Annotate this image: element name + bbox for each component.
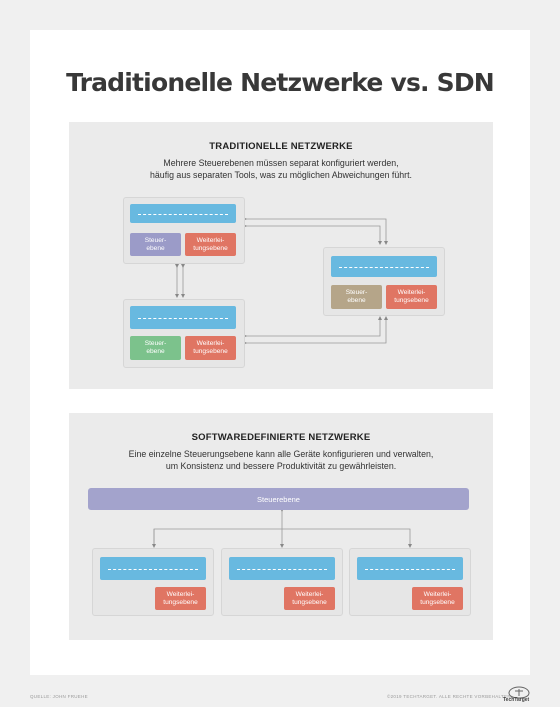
- source-credit: QUELLE: JOHN FRUEHE: [30, 694, 88, 699]
- forwarding-plane-tag: Weiterlei-tungsebene: [386, 285, 437, 309]
- forwarding-plane-tag: Weiterlei-tungsebene: [185, 336, 236, 360]
- device-bar: [130, 204, 236, 223]
- arrow-d1-d2-b: [243, 224, 382, 245]
- arrow-d3-d2-b: [243, 316, 388, 345]
- device-bar: [229, 557, 335, 580]
- section-heading-traditional: TRADITIONELLE NETZWERKE: [209, 141, 353, 152]
- forwarding-plane-tag: Weiterlei-tungsebene: [412, 587, 463, 610]
- device-bar: [331, 256, 437, 277]
- arrow-d1-d2-a: [243, 217, 388, 245]
- device-bar: [130, 306, 236, 329]
- device-bar: [357, 557, 463, 580]
- copyright-notice: ©2019 TECHTARGET. ALLE RECHTE VORBEHALTE…: [387, 694, 513, 699]
- forwarding-plane-tag: Weiterlei-tungsebene: [284, 587, 335, 610]
- control-plane-tag: Steuer-ebene: [130, 233, 181, 256]
- forwarding-plane-tag: Weiterlei-tungsebene: [155, 587, 206, 610]
- device-bar: [100, 557, 206, 580]
- brand-name: TechTarget: [503, 697, 530, 703]
- section-heading-sdn: SOFTWAREDEFINIERTE NETZWERKE: [191, 432, 371, 443]
- control-plane-tag: Steuer-ebene: [331, 285, 382, 309]
- sdn-control-plane: Steuerebene: [88, 488, 469, 510]
- techtarget-logo-icon: [508, 686, 530, 699]
- page-title: Traditionelle Netzwerke vs. SDN: [66, 68, 495, 97]
- section-desc-line1: Eine einzelne Steuerungsebene kann alle …: [128, 449, 434, 459]
- control-plane-tag: Steuer-ebene: [130, 336, 181, 360]
- arrow-d3-d2-a: [243, 316, 382, 338]
- section-desc-line1: Mehrere Steuerebenen müssen separat konf…: [163, 158, 399, 168]
- section-desc-line2: um Konsistenz und bessere Produktivität …: [165, 461, 397, 471]
- forwarding-plane-tag: Weiterlei-tungsebene: [185, 233, 236, 256]
- section-desc-line2: häufig aus separaten Tools, was zu mögli…: [150, 170, 412, 180]
